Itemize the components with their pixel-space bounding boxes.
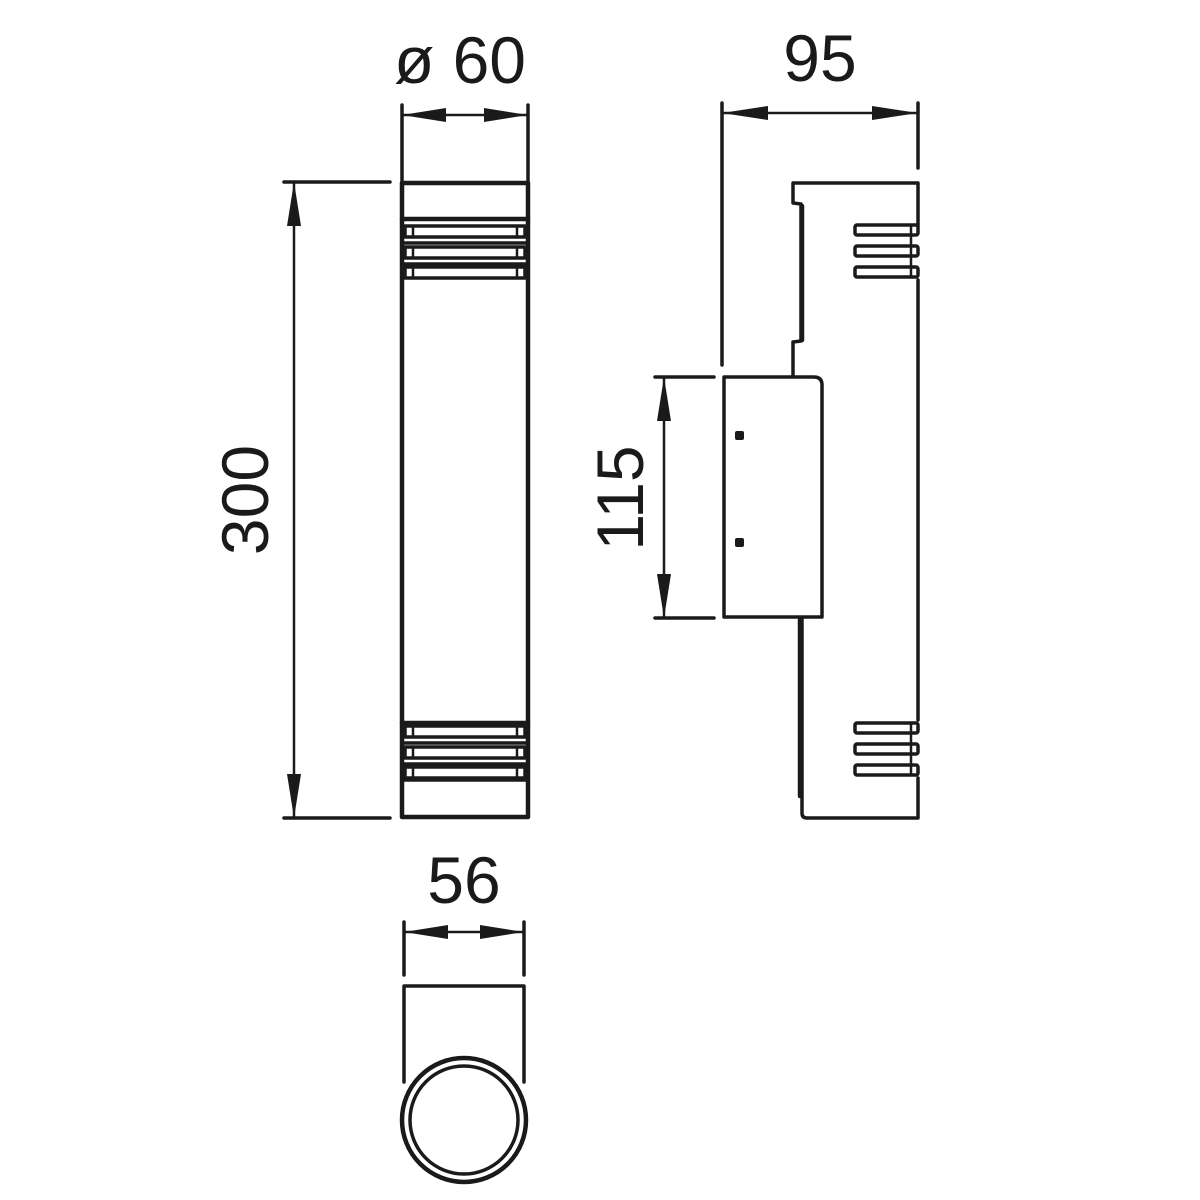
projection-dimension: 95	[720, 21, 920, 367]
arrow-right-icon	[484, 108, 528, 122]
arrow-right-icon	[480, 925, 524, 939]
bottom-view: 56	[399, 843, 529, 1185]
bottom-width-dimension: 56	[402, 843, 526, 977]
arrow-up-icon	[287, 182, 301, 226]
front-bottom-louvers	[399, 720, 531, 782]
lens-outer-ring	[399, 1055, 529, 1185]
diameter-label: ø 60	[394, 23, 526, 97]
arrow-down-icon	[287, 774, 301, 818]
arrow-left-icon	[402, 108, 446, 122]
wall-bracket	[722, 375, 824, 619]
projection-label: 95	[783, 21, 856, 95]
side-body-upper	[791, 181, 920, 378]
height-dimension: 300	[208, 180, 392, 820]
front-body-outline	[399, 180, 531, 820]
front-top-louvers	[399, 216, 531, 280]
bracket-label: 115	[583, 445, 657, 550]
arrow-left-icon	[404, 925, 448, 939]
lens-inner-ring	[408, 1064, 520, 1176]
arrow-down-icon	[657, 574, 671, 618]
arrow-left-icon	[722, 106, 768, 120]
side-view: 95	[583, 21, 920, 820]
screw-hole-icon	[735, 431, 744, 440]
side-bottom-fins	[853, 721, 920, 777]
bracket-dimension: 115	[583, 375, 716, 620]
height-label: 300	[208, 445, 282, 555]
side-top-fins	[853, 223, 920, 279]
arrow-right-icon	[872, 106, 918, 120]
front-view: ø 60 300	[208, 23, 531, 820]
bottom-width-label: 56	[427, 843, 500, 917]
bottom-body-outline	[402, 984, 526, 1084]
screw-hole-icon	[735, 538, 744, 547]
arrow-up-icon	[657, 377, 671, 421]
side-body-lower	[800, 616, 920, 820]
diameter-dimension: ø 60	[394, 23, 530, 185]
